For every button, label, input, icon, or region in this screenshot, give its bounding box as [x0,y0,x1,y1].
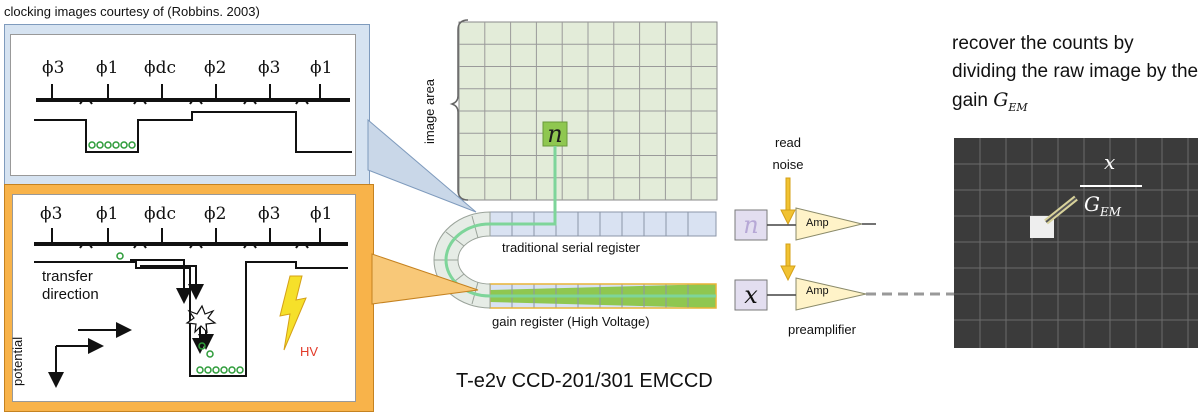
phase-label: ϕ1 [310,204,333,224]
phase-label: ϕ1 [96,204,119,224]
pointer-arrow-icon [1044,195,1078,225]
charge-transfer-path [444,146,716,298]
phase-label: ϕ3 [258,58,281,78]
electron-packet-gain [116,252,244,374]
potential-axis [48,338,104,388]
phase-label: ϕ3 [40,204,63,224]
phase-label: ϕ1 [310,58,333,78]
preamplifier-label: preamplifier [788,322,856,337]
pixel-symbol: n [547,120,563,148]
amp-bottom-label: Amp [806,285,829,297]
clock-waveform-gain [34,228,348,377]
callout-gain [371,253,479,305]
phase-label: ϕ3 [42,58,65,78]
electron-packet-standard [88,141,136,149]
image-area-bracket [449,19,469,201]
serial-register-label: traditional serial register [502,240,641,255]
amp-top-label: Amp [806,217,829,229]
gain-register-label: gain register (High Voltage) [492,314,650,329]
raw-image-panel [954,138,1198,348]
transfer-direction-label: transfer direction [42,268,99,303]
phase-label: ϕdc [144,58,176,78]
phase-label: ϕ2 [204,58,227,78]
serial-register [489,211,717,237]
clock-waveform-standard [34,84,352,153]
recover-text: recover the counts by dividing the raw i… [952,33,1199,111]
output-node-top [734,209,768,241]
highlighted-pixel [542,121,568,147]
impact-ionization-star-icon [185,304,217,334]
amp-bottom [795,277,867,311]
fraction-denominator: GEM [1084,192,1122,219]
output-bottom-symbol: x [744,281,758,309]
output-top-symbol: n [743,211,759,239]
gain-symbol: GEM [993,89,1028,114]
hv-label: HV [300,344,319,359]
recover-instructions: recover the counts by dividing the raw i… [952,30,1200,122]
lightning-icon [279,275,307,351]
device-title: T-e2v CCD-201/301 EMCCD [456,370,713,392]
fraction-numerator: x [1104,150,1116,174]
callout-standard [367,118,477,213]
phase-label: ϕ1 [96,58,119,78]
phase-label: ϕ2 [204,204,227,224]
read-noise-arrows [780,177,796,282]
phase-label: ϕdc [144,204,176,224]
transfer-arrows [78,259,214,354]
read-noise-label: read noise [772,135,804,172]
figure-caption: clocking images courtesy of (Robbins. 20… [4,4,260,19]
phase-label: ϕ3 [258,204,281,224]
output-node-bottom [734,279,768,311]
fraction-bar [1080,185,1142,187]
amp-top [795,207,863,241]
